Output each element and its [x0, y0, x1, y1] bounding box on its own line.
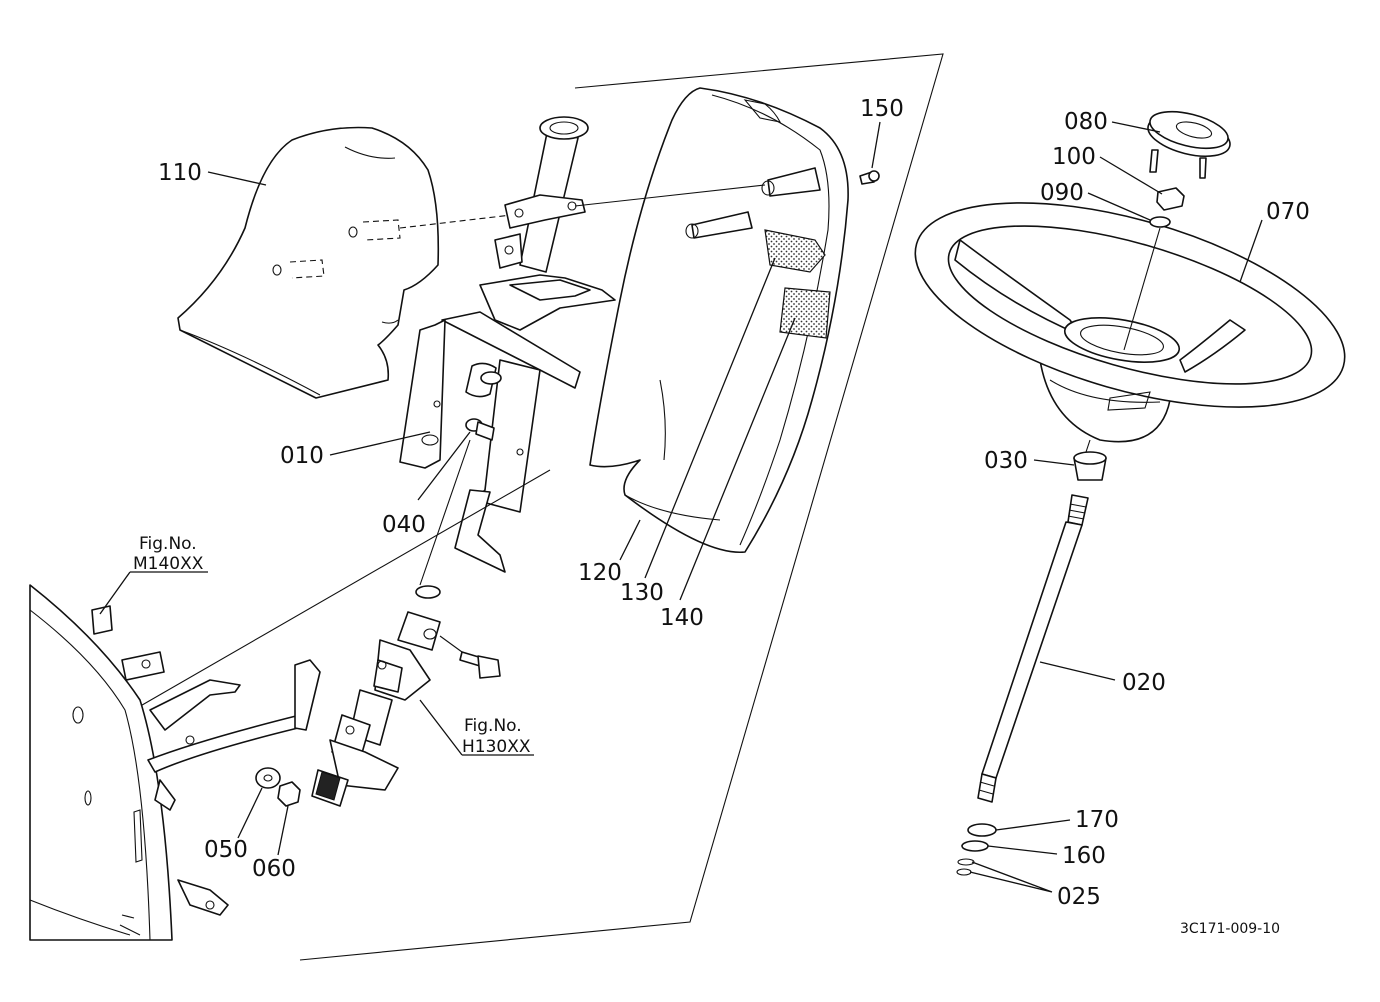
nut-060	[277, 781, 301, 807]
dash-frame	[29, 584, 321, 941]
decal-130	[764, 229, 826, 273]
label-130: 130	[620, 580, 664, 606]
decal-140	[779, 287, 831, 339]
label-010: 010	[280, 443, 324, 469]
panel-120	[589, 87, 849, 554]
label-070: 070	[1266, 199, 1310, 225]
fig-ref-h130-title: Fig.No.	[464, 716, 522, 736]
shaft-020	[977, 494, 1089, 803]
leader-140	[679, 317, 796, 601]
bushing-030	[1073, 451, 1107, 481]
leader-025	[969, 861, 1053, 893]
leader-030	[1033, 459, 1075, 466]
leader-110	[207, 171, 267, 186]
leader-h130xx	[419, 699, 534, 756]
leader-160	[987, 845, 1058, 855]
washer-170	[967, 823, 997, 837]
leader-130	[644, 257, 776, 579]
cover-110	[177, 126, 440, 399]
leader-070	[1239, 219, 1263, 283]
ring-025-a	[957, 858, 975, 866]
nut-100	[1156, 187, 1185, 211]
panel-pin-upper	[767, 167, 821, 197]
label-110: 110	[158, 160, 202, 186]
fig-ref-m140-title: Fig.No.	[139, 534, 197, 554]
washer-160	[961, 840, 989, 852]
leader-080	[1111, 121, 1161, 133]
leader-050	[237, 787, 263, 839]
bracket-010	[399, 194, 616, 573]
leader-120	[619, 519, 641, 561]
column-tube	[519, 116, 589, 273]
leader-m140xx	[99, 571, 208, 615]
panel-pin-lower	[691, 211, 753, 239]
fig-ref-m140-code[interactable]: M140XX	[133, 554, 204, 574]
wheel-axis-line	[1123, 227, 1161, 351]
bolt-040	[465, 418, 495, 441]
panel-group-frame	[299, 53, 944, 961]
universal-joint	[311, 585, 441, 807]
label-140: 140	[660, 605, 704, 631]
leader-170	[995, 819, 1071, 831]
label-090: 090	[1040, 180, 1084, 206]
label-160: 160	[1062, 843, 1106, 869]
label-020: 020	[1122, 670, 1166, 696]
label-025: 025	[1057, 884, 1101, 910]
bracket-guide-lines	[129, 439, 551, 713]
label-170: 170	[1075, 807, 1119, 833]
washer-050	[255, 767, 281, 789]
label-060: 060	[252, 856, 296, 882]
screw-150	[859, 170, 880, 185]
center-cap-080	[1147, 110, 1231, 179]
panel-dash-link	[574, 184, 766, 207]
label-150: 150	[860, 96, 904, 122]
leader-060	[277, 805, 289, 856]
label-050: 050	[204, 837, 248, 863]
label-100: 100	[1052, 144, 1096, 170]
drawing-code: 3C171-009-10	[1180, 921, 1280, 937]
label-040: 040	[382, 512, 426, 538]
leader-090	[1087, 192, 1151, 221]
ring-025-b	[956, 868, 972, 876]
leader-100	[1099, 156, 1163, 195]
fig-ref-h130-code[interactable]: H130XX	[462, 737, 531, 757]
leader-150	[871, 121, 881, 169]
joint-bolt	[439, 635, 501, 679]
steering-wheel-070	[914, 202, 1346, 443]
label-030: 030	[984, 448, 1028, 474]
label-080: 080	[1064, 109, 1108, 135]
leader-010	[329, 431, 431, 456]
label-120: 120	[578, 560, 622, 586]
leader-040	[417, 431, 471, 501]
leader-020	[1039, 661, 1116, 681]
washer-090	[1149, 216, 1171, 228]
